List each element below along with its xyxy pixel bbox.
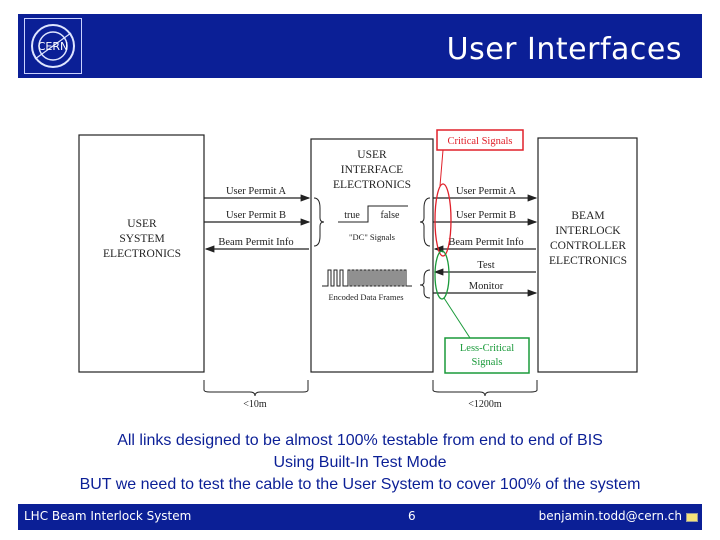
header-bar: CERN User Interfaces (18, 14, 702, 78)
footer-system-name: LHC Beam Interlock System (24, 509, 192, 523)
user-system-box (78, 134, 205, 373)
brace-right-bottom (419, 269, 431, 299)
beam-interlock-box (537, 137, 638, 373)
critical-signals-label: Critical Signals (447, 136, 512, 147)
caption-line-1: All links designed to be almost 100% tes… (117, 432, 603, 449)
mail-icon[interactable] (686, 513, 698, 522)
frames-label: Encoded Data Frames (328, 292, 403, 302)
less-critical-ellipse (434, 250, 450, 300)
distance-right: <1200m (468, 399, 502, 410)
less-critical-line1: Less-Critical (460, 343, 514, 354)
less-critical-connector (443, 297, 471, 339)
true-label: true (344, 210, 360, 221)
logo-text: CERN (38, 40, 69, 53)
footer-email[interactable]: benjamin.todd@cern.ch (538, 509, 682, 523)
brace-left (313, 197, 325, 247)
distance-left: <10m (243, 399, 267, 410)
user-system-line1: USER (127, 218, 157, 230)
user-system-line2: SYSTEM (119, 233, 164, 245)
label-right-monitor: Monitor (469, 281, 504, 292)
footer-bar: LHC Beam Interlock System 6 benjamin.tod… (18, 504, 702, 530)
caption-line-2: Using Built-In Test Mode (273, 454, 447, 471)
bracket-right (432, 380, 538, 397)
label-right-permit-b: User Permit B (456, 210, 516, 221)
bracket-left (203, 380, 309, 397)
label-right-test: Test (477, 260, 494, 271)
user-interface-line1: USER (357, 149, 387, 161)
dc-signals-label: "DC" Signals (349, 232, 395, 242)
label-right-permit-a: User Permit A (456, 186, 516, 197)
label-left-permit-b: User Permit B (226, 210, 286, 221)
beam-interlock-line1: BEAM (571, 210, 604, 222)
label-left-beam-info: Beam Permit Info (218, 237, 293, 248)
beam-interlock-line2: INTERLOCK (555, 225, 621, 237)
critical-connector (439, 149, 444, 187)
user-interface-line2: INTERFACE (341, 164, 403, 176)
caption-line-3: BUT we need to test the cable to the Use… (79, 476, 641, 493)
less-critical-box (444, 337, 530, 374)
user-interface-box (310, 138, 434, 373)
page-title: User Interfaces (446, 32, 682, 67)
label-left-permit-a: User Permit A (226, 186, 286, 197)
user-system-line3: ELECTRONICS (103, 248, 181, 260)
dc-waveform (338, 205, 408, 223)
label-right-beam-info: Beam Permit Info (448, 237, 523, 248)
brace-right-top (419, 197, 431, 247)
beam-interlock-line3: CONTROLLER (550, 240, 626, 252)
frames-waveform (322, 269, 412, 287)
user-interface-line3: ELECTRONICS (333, 179, 411, 191)
false-label: false (381, 210, 400, 221)
page-number: 6 (408, 509, 416, 523)
less-critical-line2: Signals (472, 357, 503, 368)
cern-logo: CERN (24, 18, 82, 74)
critical-signals-box (436, 129, 524, 151)
beam-interlock-line4: ELECTRONICS (549, 255, 627, 267)
critical-ellipse (434, 183, 452, 257)
